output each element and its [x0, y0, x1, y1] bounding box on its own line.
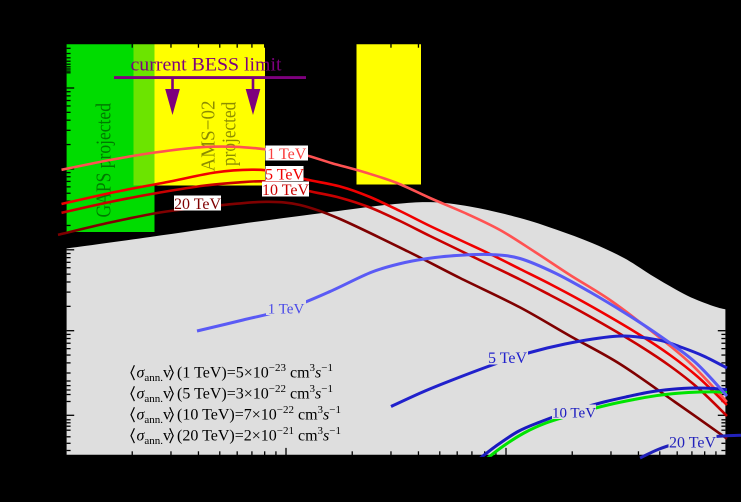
- svg-text:20 TeV: 20 TeV: [174, 196, 221, 213]
- svg-text:AMS−02: AMS−02: [198, 101, 220, 172]
- svg-text:σann.v(1 TeV)=5×10−23 cm3s−1: σann.v(1 TeV)=5×10−23 cm3s−1: [137, 362, 333, 384]
- svg-text:5 TeV: 5 TeV: [488, 350, 527, 367]
- svg-text:projected: projected: [219, 102, 241, 166]
- svg-text:current BESS limit: current BESS limit: [131, 55, 283, 76]
- svg-text:5 TeV: 5 TeV: [265, 166, 304, 183]
- svg-text:10 TeV: 10 TeV: [552, 405, 596, 421]
- svg-text:σann.v(5 TeV)=3×10−22 cm3s−1: σann.v(5 TeV)=3×10−22 cm3s−1: [137, 383, 333, 405]
- svg-text:1 TeV: 1 TeV: [268, 301, 305, 317]
- svg-text:20 TeV: 20 TeV: [669, 434, 716, 451]
- svg-text:σann.v(20 TeV)=2×10−21 cm3s−1: σann.v(20 TeV)=2×10−21 cm3s−1: [137, 425, 341, 447]
- svg-text:σann.v(10 TeV)=7×10−22 cm3s−1: σann.v(10 TeV)=7×10−22 cm3s−1: [137, 404, 341, 426]
- svg-text:1 TeV: 1 TeV: [267, 146, 306, 163]
- svg-text:10 TeV: 10 TeV: [262, 182, 309, 199]
